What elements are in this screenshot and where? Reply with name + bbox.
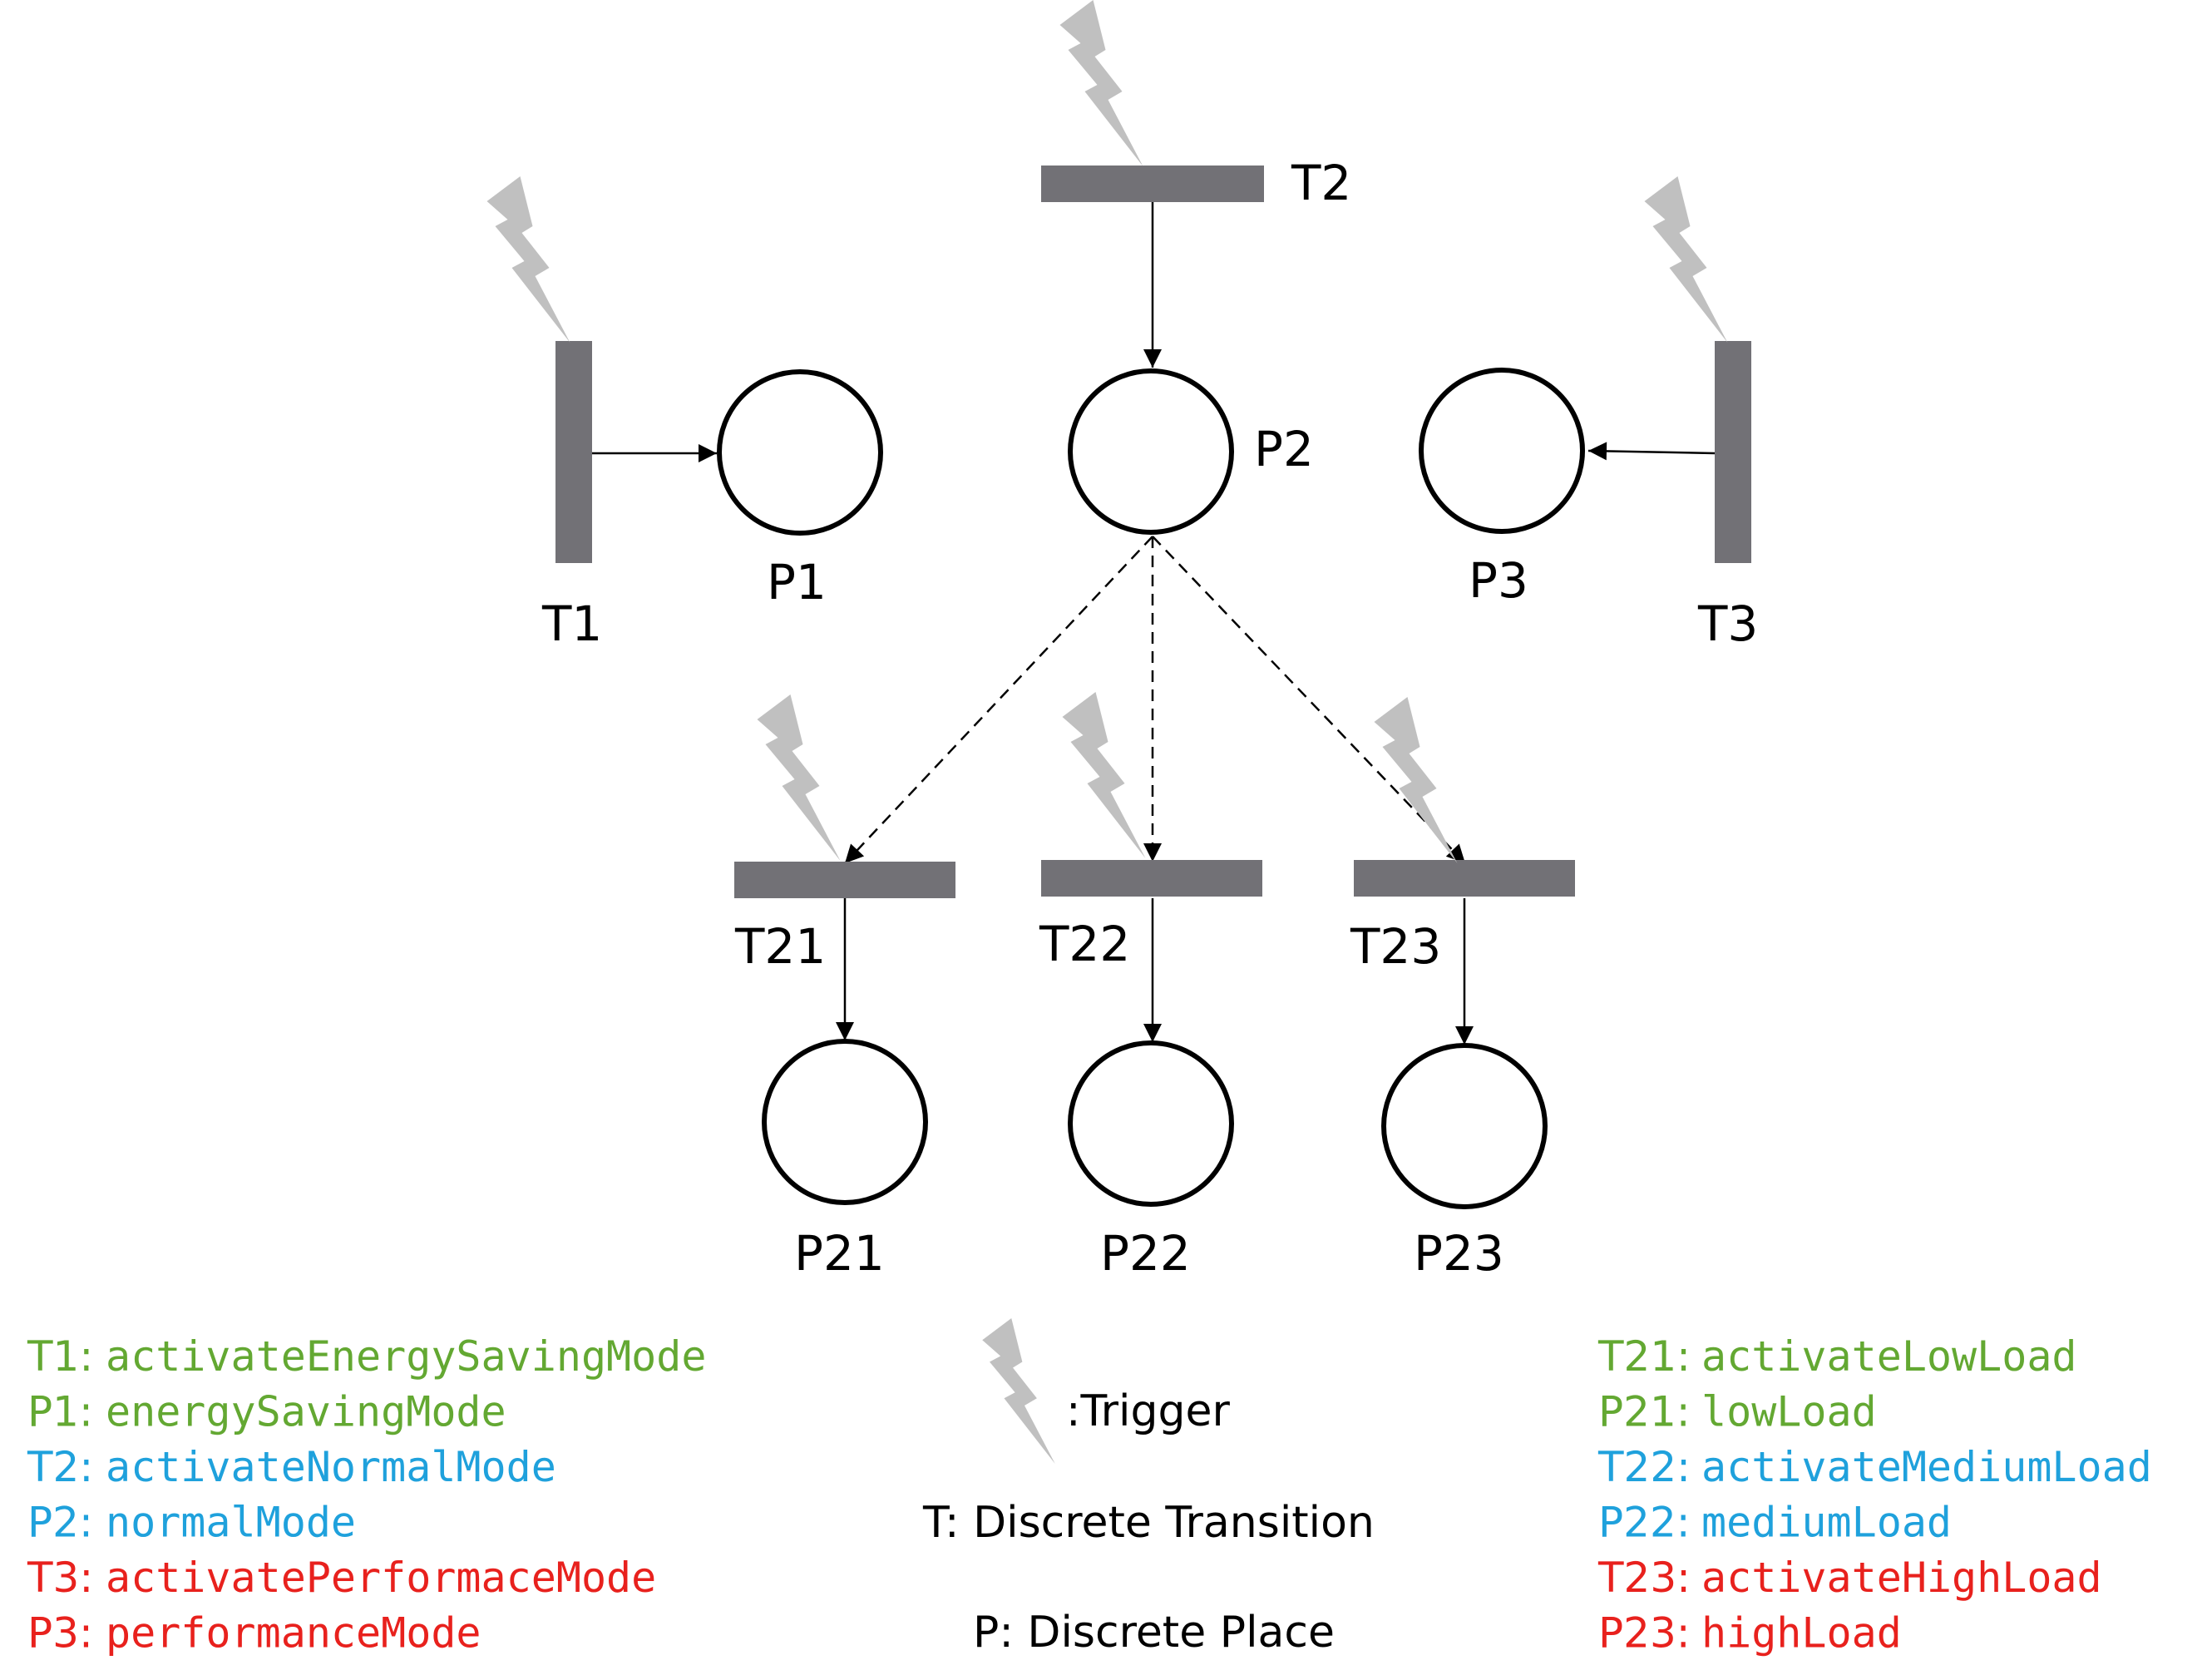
place-p21[interactable]	[762, 1039, 928, 1205]
label-p23: P23	[1414, 1225, 1504, 1282]
label-t21: T21	[734, 918, 826, 975]
arc-t3-p3	[1587, 442, 1716, 461]
place-p23[interactable]	[1381, 1043, 1548, 1209]
trigger-bolt-icon	[486, 176, 570, 343]
trigger-bolt-icon	[757, 694, 841, 861]
trigger-bolt-icon	[1059, 0, 1143, 166]
legend-right-value: activateLowLoad	[1701, 1332, 2077, 1381]
label-t3: T3	[1697, 595, 1758, 652]
legend-right-key: P23:	[1598, 1609, 1691, 1658]
trigger-bolt-icon	[1062, 692, 1146, 858]
legend-left-key: P2:	[27, 1499, 93, 1547]
transition-t21[interactable]	[734, 862, 955, 898]
label-t2: T2	[1291, 155, 1351, 211]
legend-trigger-icon	[982, 1318, 1055, 1464]
legend-left-key: P1:	[27, 1388, 93, 1436]
label-t22: T22	[1039, 916, 1130, 972]
legend-right-key: P22:	[1598, 1499, 1691, 1547]
label-t23: T23	[1350, 918, 1441, 975]
legend-right: T21:activateLowLoadP21:lowLoadT22:activa…	[1597, 1332, 2152, 1658]
legend-left-value: normalMode	[106, 1499, 356, 1547]
transition-t22[interactable]	[1041, 860, 1262, 897]
legend-left-value: activateEnergySavingMode	[106, 1332, 706, 1381]
legend-place-text: P: Discrete Place	[973, 1608, 1335, 1658]
legend-right-key: T22:	[1597, 1443, 1691, 1491]
legend-right-value: activateHighLoad	[1701, 1554, 2102, 1602]
legend-left-key: T1:	[27, 1332, 93, 1381]
place-p2[interactable]	[1068, 368, 1234, 535]
legend-right-key: T23:	[1597, 1554, 1691, 1602]
transition-t1[interactable]	[555, 341, 592, 563]
legend-left-value: activateNormalMode	[106, 1443, 556, 1491]
legend-transition-text: T: Discrete Transition	[922, 1498, 1375, 1548]
legend-right-value: activateMediumLoad	[1701, 1443, 2152, 1491]
legend-left-key: P3:	[27, 1609, 93, 1658]
legend-left-value: activatePerformaceMode	[106, 1554, 656, 1602]
arc-p2-t23	[1152, 536, 1466, 864]
legend-right-value: highLoad	[1701, 1609, 1902, 1658]
legend-right-key: T21:	[1597, 1332, 1691, 1381]
legend-right-value: mediumLoad	[1701, 1499, 1952, 1547]
transition-t2[interactable]	[1041, 166, 1264, 202]
legend-right-value: lowLoad	[1701, 1388, 1877, 1436]
label-p3: P3	[1469, 552, 1528, 609]
place-p1[interactable]	[717, 369, 883, 536]
label-p1: P1	[767, 554, 827, 610]
legend-left-value: performanceMode	[106, 1609, 481, 1658]
trigger-bolt-icon	[1374, 697, 1458, 863]
transition-t23[interactable]	[1354, 860, 1575, 897]
label-p22: P22	[1100, 1225, 1191, 1282]
legend-right-key: P21:	[1598, 1388, 1691, 1436]
arc-p2-t21	[844, 536, 1153, 864]
place-p22[interactable]	[1068, 1040, 1234, 1207]
legend-left-value: energySavingMode	[106, 1388, 506, 1436]
label-p2: P2	[1254, 421, 1314, 477]
trigger-bolt-icon	[1644, 176, 1728, 343]
label-t1: T1	[541, 595, 602, 652]
legend-left-key: T3:	[27, 1554, 93, 1602]
transition-t3[interactable]	[1715, 341, 1751, 563]
place-p3[interactable]	[1419, 368, 1585, 534]
label-p21: P21	[794, 1225, 885, 1282]
legend-trigger-text: :Trigger	[1066, 1386, 1230, 1436]
legend-left-key: T2:	[27, 1443, 93, 1491]
